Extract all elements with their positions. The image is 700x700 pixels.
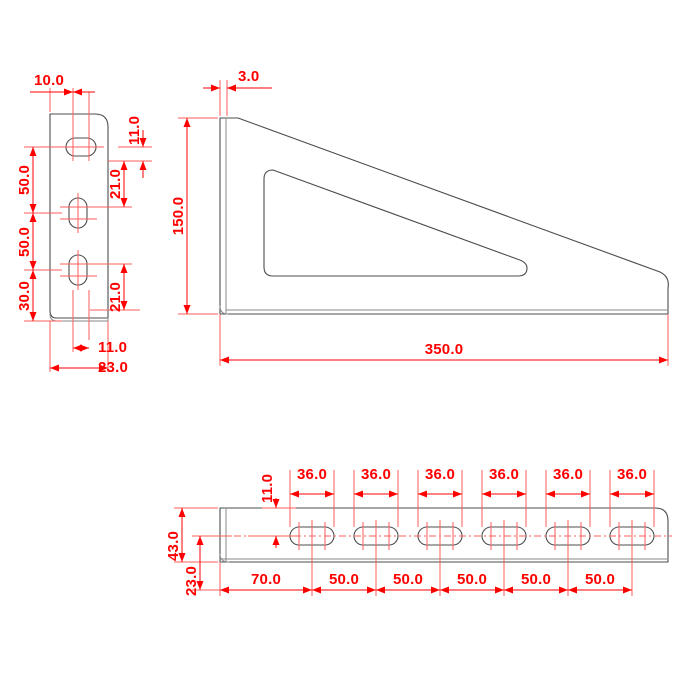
dimlabel-plan-first-slot: 70.0	[251, 571, 281, 588]
dimlabel-plan-pitch-5: 50.0	[585, 571, 615, 588]
side-view-plate-outline	[49, 113, 109, 319]
dimlabel-side-width-inner: 11.0	[98, 339, 127, 356]
dimlabel-front-height: 150.0	[170, 197, 187, 236]
dimlabel-plan-pitch-3: 50.0	[457, 571, 487, 588]
dimlabel-plan-pitch-4: 50.0	[521, 571, 551, 588]
dimlabel-plan-slot-width-6: 36.0	[617, 466, 647, 483]
dimlabel-front-length: 350.0	[425, 341, 464, 358]
dimlabel-plan-slot-width-5: 36.0	[553, 466, 583, 483]
plan-view-group: 36.0 36.0 36.0 36.0 36.0 36.0	[165, 466, 672, 596]
dimlabel-plan-width: 43.0	[165, 531, 182, 561]
dimlabel-plan-slot-width-3: 36.0	[425, 466, 455, 483]
plan-view-corner-fillet	[219, 553, 230, 563]
dimlabel-plan-slot-width-1: 36.0	[297, 466, 327, 483]
plan-view-slot-width-dims: 36.0 36.0 36.0 36.0 36.0 36.0	[289, 466, 655, 527]
dimlabel-side-offset-left: 10.0	[34, 72, 64, 89]
dimlabel-side-spacing-bottom: 30.0	[16, 281, 33, 311]
plan-view-outline	[219, 507, 669, 563]
dimlabel-plan-slot-width-4: 36.0	[489, 466, 519, 483]
dimlabel-plan-edge-offset: 11.0	[259, 474, 276, 503]
dimlabel-side-offset-21-top: 21.0	[107, 169, 124, 199]
dimlabel-side-offset-21-bottom: 21.0	[107, 282, 124, 312]
dimlabel-plan-pitch-1: 50.0	[329, 571, 359, 588]
plan-view-pitch-dims: 70.0 50.0 50.0 50.0 50.0 50.0	[219, 562, 632, 596]
dimlabel-plan-slot-width-2: 36.0	[361, 466, 391, 483]
front-view-corner-fillet	[219, 305, 229, 315]
dimlabel-side-spacing-mid: 50.0	[16, 227, 33, 257]
dimlabel-side-spacing-top: 50.0	[16, 165, 33, 195]
dimlabel-front-thickness: 3.0	[238, 68, 259, 85]
plan-view-slot-centermarks	[298, 522, 646, 550]
front-view-triangular-cutout	[263, 169, 528, 277]
plan-view-pitch-centerlines	[311, 520, 633, 596]
dimlabel-side-width-total: 23.0	[98, 359, 128, 376]
dimlabel-side-top-edge: 11.0	[126, 116, 143, 145]
front-view-outer-profile	[219, 117, 669, 315]
front-view-group: 3.0 150.0 350.0	[170, 68, 669, 366]
side-view-group: 10.0 11.0 50.0 50.0 30.0 21.0 21.0	[16, 72, 152, 376]
dimlabel-plan-pitch-2: 50.0	[393, 571, 423, 588]
dimlabel-plan-depth: 23.0	[183, 566, 200, 596]
